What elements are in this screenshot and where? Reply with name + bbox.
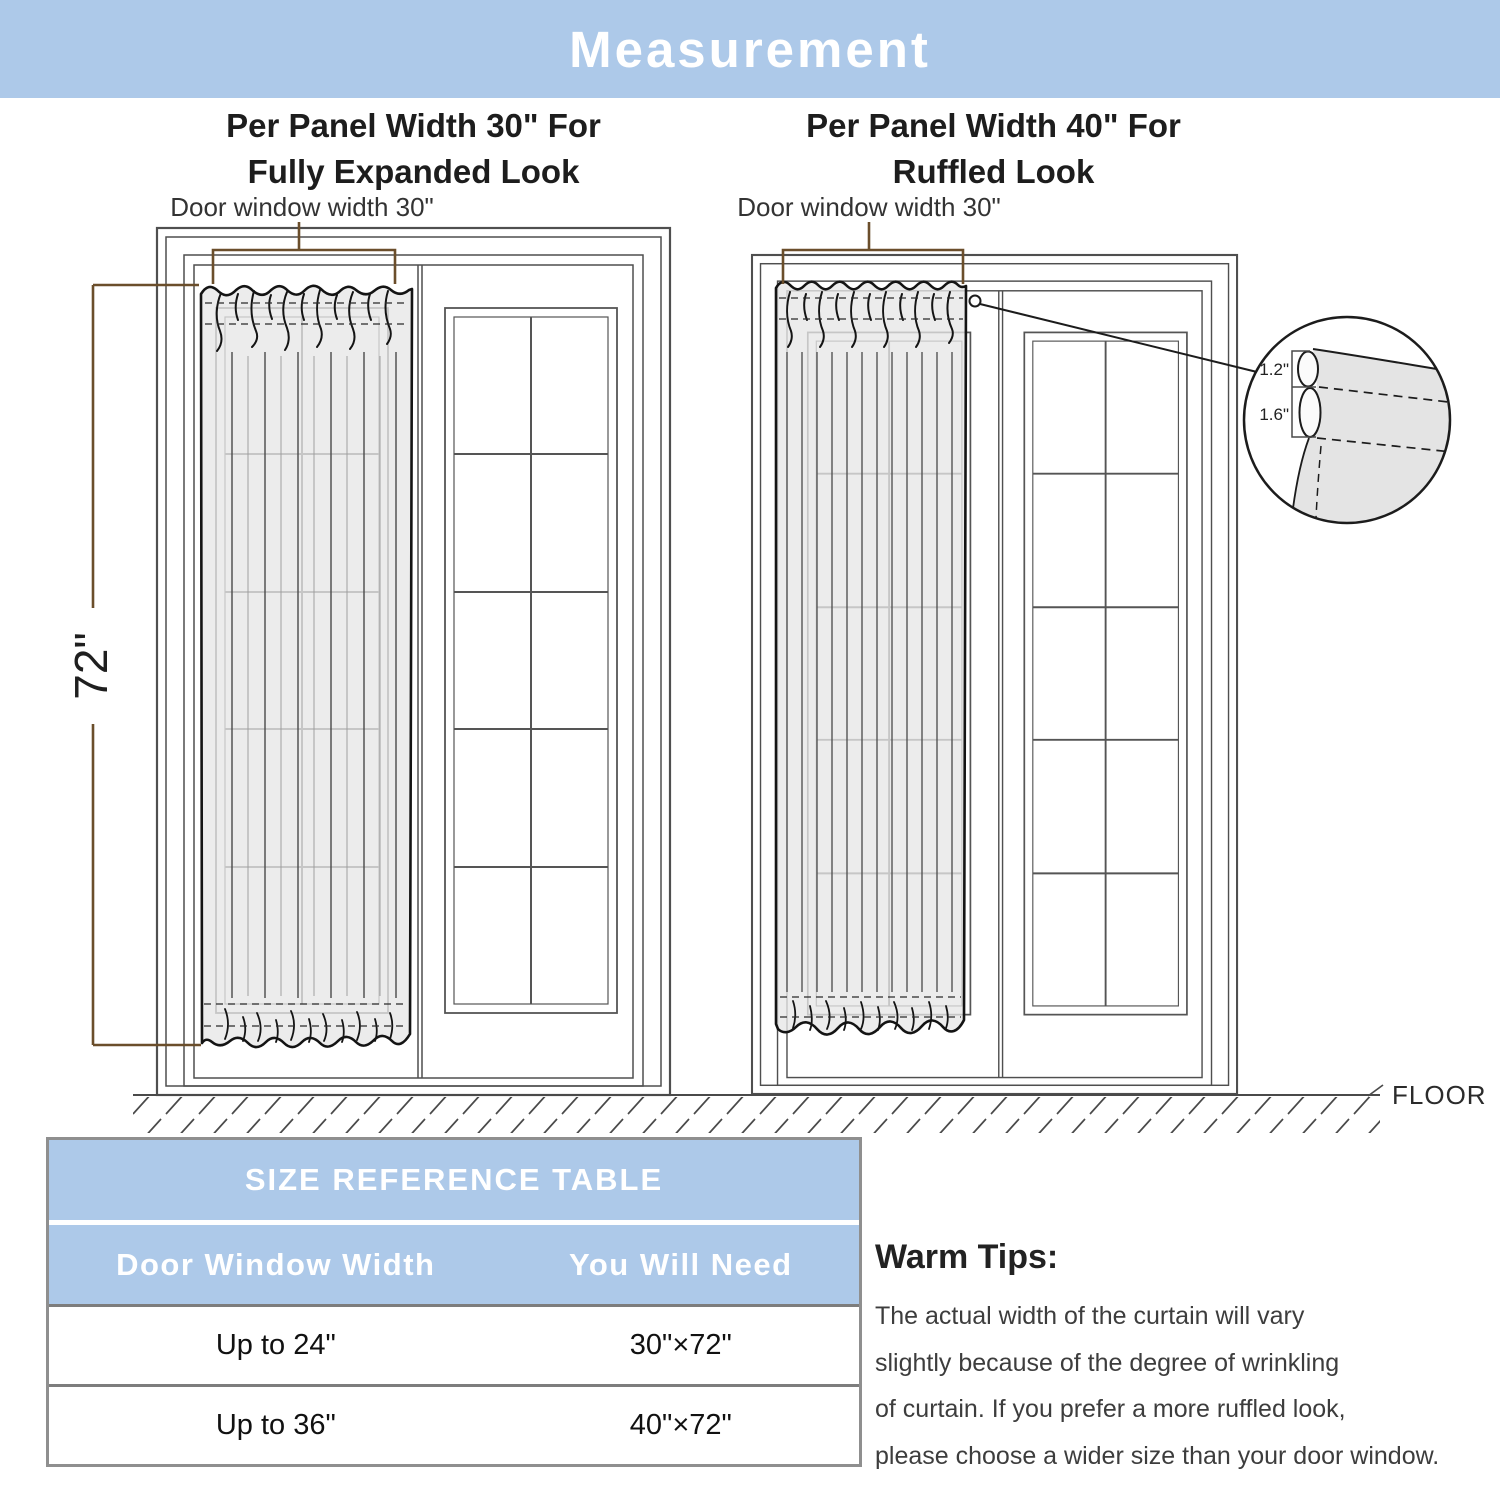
size-reference-table: SIZE REFERENCE TABLE Door Window Width Y… [46, 1137, 862, 1467]
left-heading-line1: Per Panel Width 30" For [226, 107, 601, 144]
header-depth-label: 1.2" [1259, 360, 1289, 379]
warm-tips: Warm Tips: The actual width of the curta… [875, 1238, 1500, 1479]
warm-tips-line: slightly because of the degree of wrinkl… [875, 1348, 1340, 1377]
column-header-door-window-width: Door Window Width [116, 1246, 436, 1282]
table-header-row: Door Window Width You Will Need [49, 1225, 859, 1304]
rod-pocket-detail: 1.2" 1.6" [968, 294, 1452, 525]
height-dimension [91, 283, 201, 1047]
header-tube-icon [1297, 350, 1319, 388]
right-width-dimension [781, 222, 965, 284]
warm-tips-title: Warm Tips: [875, 1238, 1059, 1276]
table-row: Up to 36" 40"×72" [49, 1384, 859, 1464]
pocket-depth-label: 1.6" [1259, 405, 1289, 424]
left-heading-line2: Fully Expanded Look [247, 153, 580, 190]
table-title: SIZE REFERENCE TABLE [49, 1140, 859, 1220]
floor: FLOOR [133, 1080, 1487, 1133]
page-title: Measurement [569, 20, 931, 78]
right-diagram-heading: Per Panel Width 40" For Ruffled Look [737, 103, 1250, 195]
warm-tips-line: of curtain. If you prefer a more ruffled… [875, 1395, 1346, 1423]
left-curtain [199, 284, 414, 1049]
floor-label: FLOOR [1392, 1080, 1487, 1110]
height-label: 72" [65, 632, 117, 700]
left-width-dimension [211, 222, 397, 284]
warm-tips-line: The actual width of the curtain will var… [875, 1302, 1305, 1330]
magnifier-circle-icon [1242, 315, 1452, 525]
banner: Measurement [0, 0, 1500, 98]
left-diagram-heading: Per Panel Width 30" For Fully Expanded L… [157, 103, 670, 195]
row2-door-window-width: Up to 36" [215, 1409, 336, 1441]
table-row: Up to 24" 30"×72" [49, 1304, 859, 1384]
right-window-width-label: Door window width 30" [737, 192, 1001, 222]
right-curtain [774, 280, 968, 1036]
warm-tips-line: please choose a wider size than your doo… [875, 1441, 1440, 1470]
row2-you-will-need: 40"×72" [629, 1409, 732, 1441]
right-heading-line2: Ruffled Look [892, 153, 1095, 190]
column-header-you-will-need: You Will Need [568, 1246, 793, 1282]
row1-door-window-width: Up to 24" [215, 1329, 336, 1361]
table-separator [49, 1220, 859, 1225]
row1-you-will-need: 30"×72" [629, 1329, 732, 1361]
right-heading-line1: Per Panel Width 40" For [806, 107, 1181, 144]
callout-point-icon [968, 294, 982, 308]
pocket-tube-icon [1298, 387, 1322, 438]
left-window-width-label: Door window width 30" [170, 192, 434, 222]
